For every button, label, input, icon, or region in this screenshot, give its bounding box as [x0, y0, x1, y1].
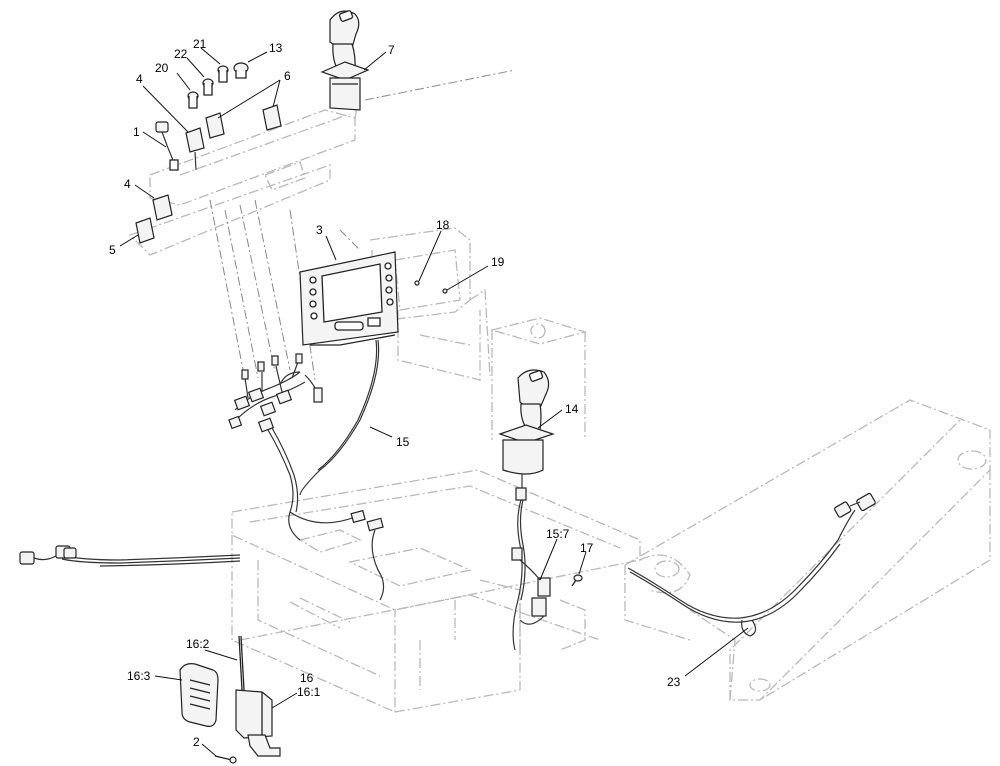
screw-19: [442, 288, 448, 294]
callout-16-2: 16:2: [186, 637, 210, 651]
screw-17: [571, 574, 583, 587]
callout-7: 7: [388, 43, 395, 57]
callout-2: 2: [193, 735, 200, 749]
push-button-13: [233, 62, 249, 79]
wiring-harness-15: [19, 353, 385, 601]
rocker-switch-6-right: [262, 104, 282, 131]
callout-16-1: 16:1: [297, 685, 321, 699]
callout-4-upper: 4: [136, 72, 143, 86]
callout-20: 20: [155, 61, 169, 75]
joystick-14: [498, 369, 555, 651]
callout-6: 6: [284, 69, 291, 83]
callout-19: 19: [491, 255, 505, 269]
alignment-lines: [209, 69, 516, 381]
joystick-plate-ghost: [489, 317, 588, 440]
callout-3: 3: [316, 223, 323, 237]
callout-23: 23: [667, 675, 681, 689]
boom-harness-23: [627, 492, 876, 637]
screw-2: [214, 755, 237, 764]
display-3: [299, 251, 399, 346]
callout-16-3: 16:3: [127, 669, 151, 683]
callout-21: 21: [193, 37, 207, 51]
rocker-switch-5: [135, 217, 155, 244]
rocker-switch-4-upper: [185, 127, 205, 171]
control-box-ghost: [231, 469, 641, 713]
key-switch-1: [155, 121, 179, 171]
callout-4-lower: 4: [124, 177, 131, 191]
radio-receiver-16-1: [235, 635, 281, 757]
callout-1: 1: [133, 125, 140, 139]
indicator-light-20: [187, 91, 199, 109]
indicator-light-21: [217, 65, 229, 83]
callout-22: 22: [174, 47, 188, 61]
screw-18: [414, 280, 420, 286]
remote-holder-16-3: [179, 663, 219, 727]
boom-arm-ghost: [624, 399, 991, 701]
joystick-7: [320, 10, 370, 111]
callout-15: 15: [396, 435, 410, 449]
callout-13: 13: [269, 41, 283, 55]
callout-18: 18: [436, 218, 450, 232]
callout-16: 16: [300, 671, 314, 685]
callout-17: 17: [580, 541, 594, 555]
indicator-light-22: [202, 78, 214, 96]
display-cable: [299, 339, 380, 496]
leader-lines: [119, 47, 749, 757]
rocker-switch-4-lower: [152, 194, 173, 221]
callout-15-7: 15:7: [546, 527, 570, 541]
callout-labels: 1 4 4 5 20 22 21 13 6 7 3 18 19 14 15 15…: [109, 37, 681, 749]
callout-5: 5: [109, 243, 116, 257]
rocker-switch-6-left: [205, 112, 225, 139]
callout-14: 14: [565, 402, 579, 416]
